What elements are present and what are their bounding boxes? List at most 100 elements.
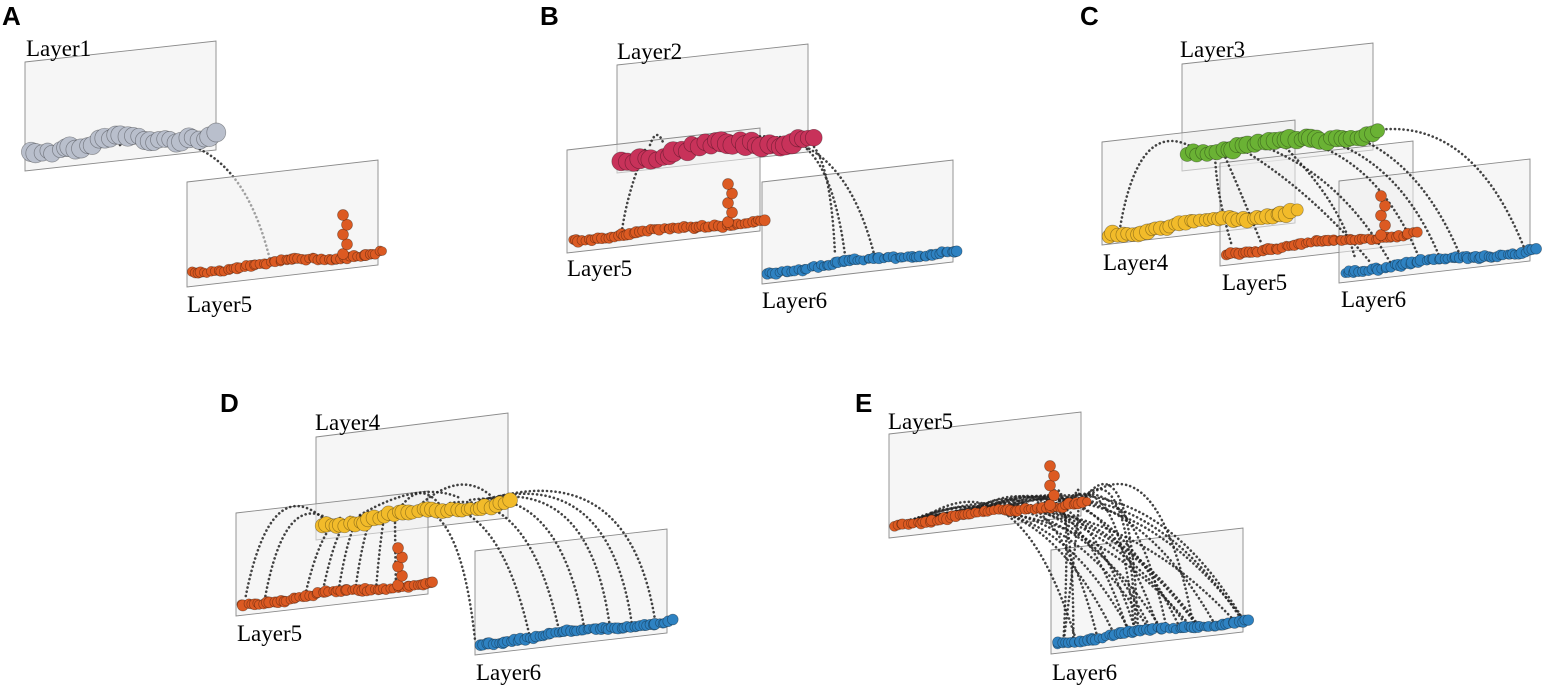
arc xyxy=(998,494,1160,632)
node xyxy=(667,613,679,626)
node xyxy=(426,576,438,588)
node xyxy=(726,187,738,200)
arc xyxy=(498,489,657,622)
node xyxy=(1048,469,1060,482)
arc xyxy=(448,500,562,637)
plane-E-layer6 xyxy=(1050,527,1244,655)
layer-label-D-layer4: Layer4 xyxy=(315,410,381,435)
nodes-E-layer5 xyxy=(889,460,1092,532)
arc xyxy=(778,135,847,257)
node xyxy=(726,206,738,219)
arc xyxy=(358,490,462,517)
arc xyxy=(408,506,477,642)
nodes-B-layer2 xyxy=(611,128,823,172)
layer-label-E-layer6: Layer6 xyxy=(1052,660,1117,685)
layer-label-C-layer3: Layer3 xyxy=(1180,37,1245,62)
arc xyxy=(1278,140,1357,260)
nodes-B-layer5 xyxy=(568,178,771,248)
arc xyxy=(973,494,1216,625)
arc xyxy=(920,508,1133,635)
arc xyxy=(957,497,1246,622)
node xyxy=(1370,123,1386,139)
arc xyxy=(970,495,1182,629)
nodes-C-layer4 xyxy=(1101,202,1304,244)
panel-D: D Layer4 Layer5 Layer6 xyxy=(220,388,679,685)
arc xyxy=(1220,148,1264,247)
node xyxy=(805,128,823,147)
layer-label-B-layer2: Layer2 xyxy=(617,39,682,64)
nodes-C-layer3 xyxy=(1179,123,1386,163)
arc xyxy=(243,504,327,602)
node xyxy=(396,569,408,582)
arc xyxy=(418,483,492,507)
panel-letter-C: C xyxy=(1080,1,1099,31)
nodes-C-layer6 xyxy=(1340,243,1542,279)
arc xyxy=(919,500,1078,642)
node xyxy=(1375,209,1387,222)
node xyxy=(1379,219,1391,232)
layer-label-A-layer1: Layer1 xyxy=(26,36,91,61)
node xyxy=(722,197,734,209)
node xyxy=(1044,479,1056,492)
layer-label-D-layer5: Layer5 xyxy=(237,621,302,646)
panel-letter-B: B xyxy=(540,1,559,31)
nodes-D-layer6 xyxy=(474,613,679,651)
arc xyxy=(798,136,837,257)
nodes-A-layer5 xyxy=(186,209,387,279)
arc xyxy=(1063,493,1136,635)
arc xyxy=(1363,127,1527,252)
panel-letter-E: E xyxy=(855,388,872,418)
panel-C: C Layer3 Layer4 Layer5 Layer6 xyxy=(1080,1,1542,312)
nodes-D-layer5 xyxy=(236,542,438,612)
nodes-D-layer4 xyxy=(314,492,518,534)
node xyxy=(1044,499,1056,511)
node xyxy=(1375,190,1387,202)
arc xyxy=(1055,492,1169,631)
arc xyxy=(911,501,1200,627)
node xyxy=(341,218,353,231)
node xyxy=(1048,489,1060,502)
arc xyxy=(353,512,374,594)
node xyxy=(758,214,771,227)
arc xyxy=(263,512,332,600)
arc xyxy=(964,497,1099,639)
nodes-A-layer1 xyxy=(21,122,227,164)
layer-label-D-layer6: Layer6 xyxy=(476,660,541,685)
layer-label-C-layer5: Layer5 xyxy=(1222,270,1287,295)
node xyxy=(502,492,518,508)
node xyxy=(1290,203,1304,217)
nodes-C-layer5 xyxy=(1220,190,1423,261)
node xyxy=(337,228,349,241)
arc xyxy=(488,492,634,627)
layer-label-B-layer6: Layer6 xyxy=(762,288,827,313)
arc xyxy=(1081,482,1140,634)
layer-label-B-layer5: Layer5 xyxy=(567,256,632,281)
arc xyxy=(978,494,1138,635)
node xyxy=(341,238,353,251)
node xyxy=(722,178,734,190)
node xyxy=(1411,226,1423,238)
node xyxy=(1242,614,1255,626)
nodes-E-layer6 xyxy=(1052,614,1255,650)
node xyxy=(337,248,349,260)
arc xyxy=(648,133,666,147)
panel-B: B Layer2 Layer5 Layer6 xyxy=(540,1,963,313)
node xyxy=(722,216,734,228)
node xyxy=(1044,460,1056,472)
layer-label-C-layer6: Layer6 xyxy=(1341,287,1406,312)
layer-label-A-layer5: Layer5 xyxy=(187,292,252,317)
arc xyxy=(374,510,387,592)
panel-E: E Layer5 Layer6 xyxy=(855,388,1255,685)
arc xyxy=(1118,139,1202,230)
layer-label-C-layer4: Layer4 xyxy=(1103,250,1169,275)
node xyxy=(1530,243,1542,255)
arc xyxy=(1318,136,1442,260)
panel-letter-A: A xyxy=(2,1,21,31)
node xyxy=(206,122,227,143)
arc xyxy=(909,505,1116,637)
plane-B-layer6 xyxy=(761,159,954,285)
arc xyxy=(1081,482,1195,628)
node xyxy=(377,246,387,256)
node xyxy=(392,542,404,554)
